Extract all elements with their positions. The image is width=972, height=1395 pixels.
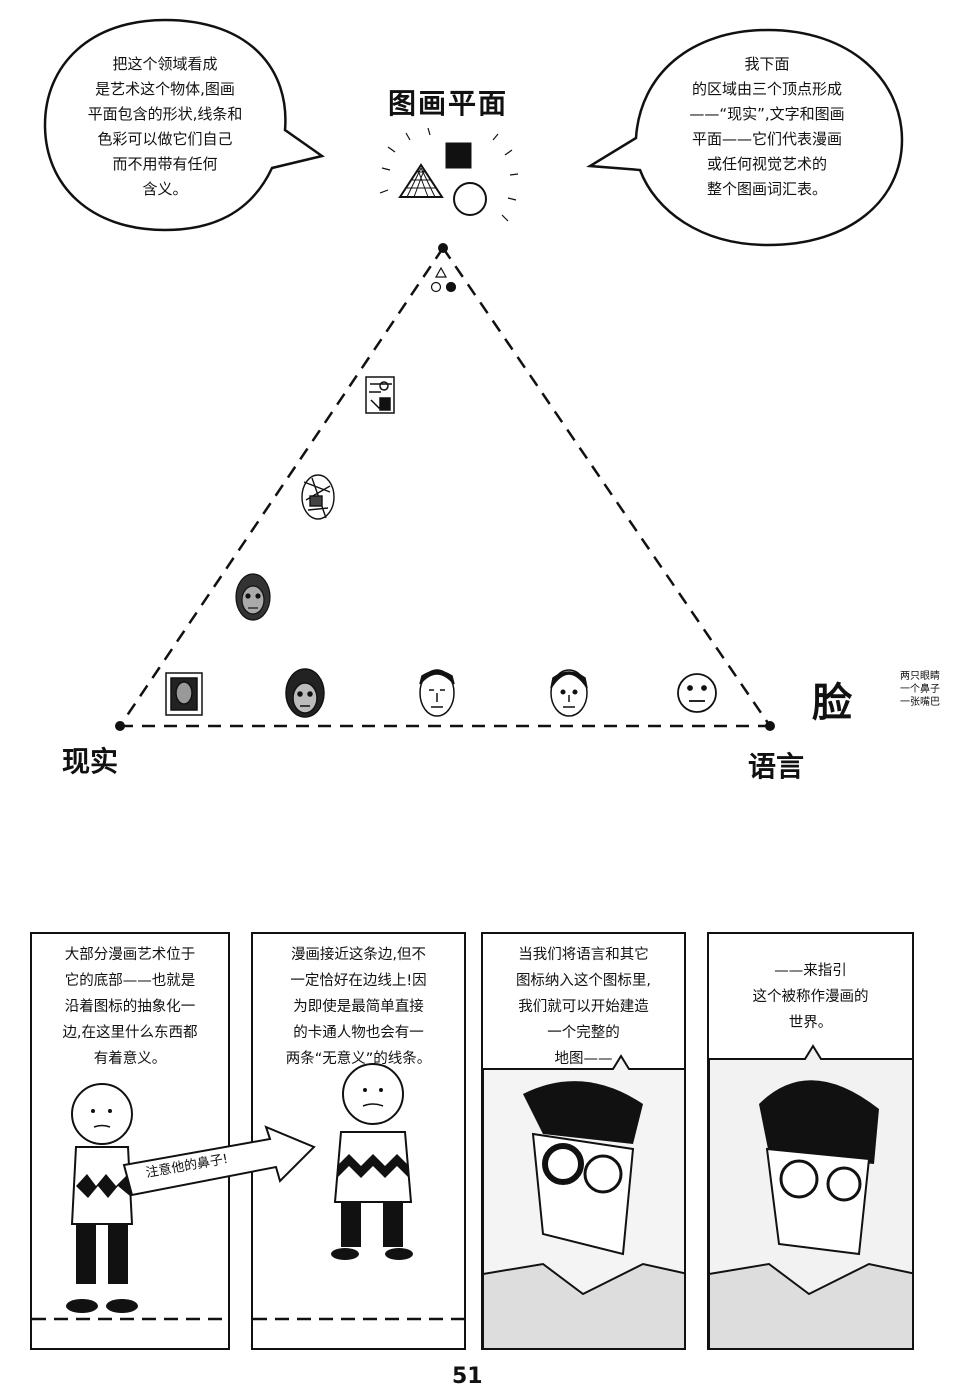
face-abstract-2: [301, 474, 335, 520]
diagram-graphics: [43, 18, 904, 731]
comic-panel-1: 大部分漫画艺术位于 它的底部——也就是 沿着图标的抽象化一 边,在这里什么东西都…: [30, 932, 230, 1350]
panel-3-caption: 当我们将语言和其它 图标纳入这个图标里, 我们就可以开始建造 一个完整的 地图—…: [515, 947, 652, 1067]
narrator-portrait-2: [709, 1044, 912, 1348]
triangle-vertices: [115, 243, 775, 731]
panel-2-caption: 漫画接近这条边,但不 一定恰好在边线上!因 为即使是最简单直接 的卡通人物也会有…: [285, 947, 432, 1067]
face-semi-realistic: [419, 669, 455, 717]
speech-bubble-right: [586, 28, 904, 247]
face-realistic-left: [235, 573, 271, 621]
apex-icons: [430, 266, 457, 293]
bubble-left-text: 把这个领域看成 是艺术这个物体,图画 平面包含的形状,线条和 色彩可以做它们自己…: [87, 55, 243, 198]
face-label: 脸: [812, 680, 852, 726]
language-label: 语言: [748, 750, 805, 783]
picture-plane-label: 图画平面: [388, 87, 509, 120]
page-number: 51: [452, 1364, 483, 1389]
reality-label: 现实: [62, 745, 119, 778]
diagram: 把这个领域看成 是艺术这个物体,图画 平面包含的形状,线条和 色彩可以做它们自己…: [43, 18, 940, 783]
face-note: 两只眼睛 一个鼻子 一张嘴巴: [900, 671, 940, 708]
face-photo: [165, 672, 203, 716]
narrator-portrait-1: [483, 1054, 684, 1348]
face-abstract-1: [365, 376, 395, 414]
face-icon: [677, 673, 717, 713]
picture-plane-icons: [379, 127, 519, 222]
comic-panel-3: 当我们将语言和其它 图标纳入这个图标里, 我们就可以开始建造 一个完整的 地图—…: [481, 932, 686, 1350]
arrow-callout: [122, 1125, 316, 1197]
panel-1-caption: 大部分漫画艺术位于 它的底部——也就是 沿着图标的抽象化一 边,在这里什么东西都…: [62, 947, 198, 1067]
face-realistic: [285, 668, 325, 718]
panel-4-caption: ——来指引 这个被称作漫画的 世界。: [752, 963, 869, 1031]
dashed-triangle: [118, 247, 772, 728]
speech-bubble-left: [43, 18, 325, 232]
bubble-right-text: 我下面 的区域由三个顶点形成 ——“现实”,文字和图画 平面——它们代表漫画 或…: [689, 55, 845, 198]
charlie-brown-walking: [253, 1063, 464, 1321]
face-cartoon: [550, 669, 588, 717]
charlie-brown-standing: [32, 1083, 228, 1321]
comic-panel-4: ——来指引 这个被称作漫画的 世界。: [707, 932, 914, 1350]
